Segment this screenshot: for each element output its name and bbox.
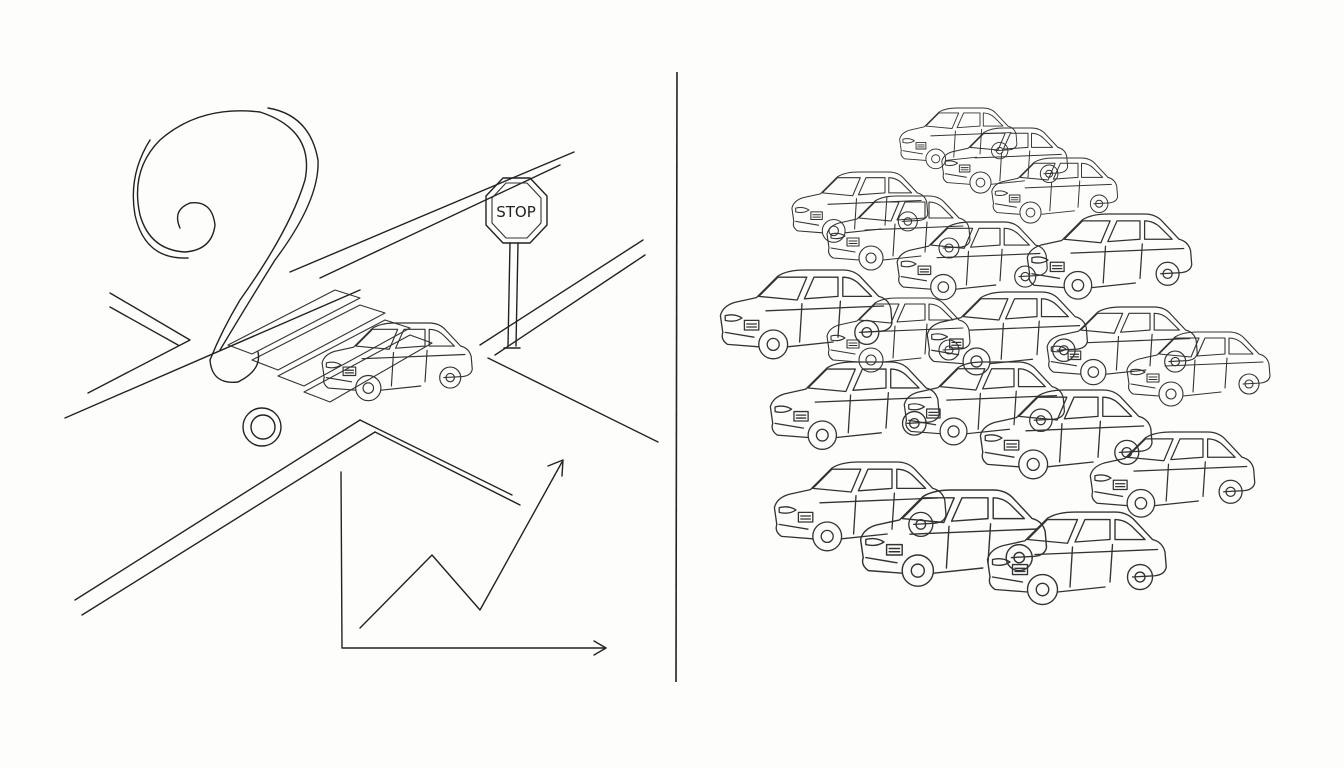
panel-divider (675, 71, 678, 683)
stop-sign: STOP (485, 177, 548, 349)
crosswalk (227, 289, 433, 403)
jam-car (991, 157, 1119, 224)
left-panel: STOP (64, 107, 659, 656)
trend-graph-icon (340, 459, 607, 656)
jam-car (1026, 213, 1193, 300)
question-mark-icon (132, 107, 319, 447)
jam-car (941, 127, 1069, 194)
jam-car (719, 269, 893, 360)
road-intersection (64, 151, 659, 616)
jam-car (903, 361, 1066, 446)
jam-car (979, 389, 1153, 480)
traffic-jam (719, 107, 1271, 606)
jam-car (899, 107, 1018, 170)
jam-car (1126, 331, 1271, 407)
jam-car (1089, 431, 1256, 518)
jam-car (773, 461, 947, 552)
jam-car (896, 221, 1048, 301)
right-panel (719, 107, 1271, 606)
stop-sign-text: STOP (496, 203, 536, 221)
jam-car (791, 171, 929, 243)
jam-car (826, 297, 971, 373)
jam-car (1046, 306, 1198, 386)
jam-car (769, 361, 940, 450)
